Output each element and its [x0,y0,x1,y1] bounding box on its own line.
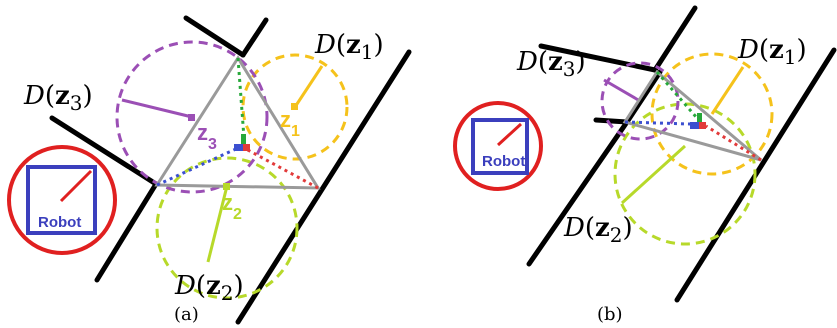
wall-b-top-tip [652,5,698,73]
radius-a-z2 [206,185,229,263]
caption-a: (a) [174,304,199,325]
dotted-b-red [705,124,762,162]
wall-b-left-upper [593,117,630,125]
robot-a-label: Robot [38,214,81,231]
disk-b-z1 [650,52,774,176]
robot-b-heading [496,122,523,147]
caption-b: (b) [597,304,623,325]
vertex-a-z3-label: z3 [197,120,217,153]
disk-a-label-z3: D(z3) [23,81,93,115]
robot-a-box [26,165,97,235]
panel-b: Robot D(z1) D(z3) D(z2) (b) [453,5,837,325]
dotted-b-blue [624,120,691,126]
disk-b-label-z2: D(z2) [563,213,633,247]
robot-b-box [471,118,529,175]
disk-a-z1 [241,53,349,161]
walls-a [49,15,412,325]
vertex-a-z1-label: z1 [280,107,300,140]
dotted-b-green [655,71,699,119]
vertex-a-z2-marker [223,183,230,190]
vertex-a-z1-marker [291,103,298,110]
disk-b-label-z1: D(z1) [737,35,807,69]
radius-b-z3 [603,78,641,103]
frame-marker-a [234,134,250,151]
radius-a-z1 [293,65,324,108]
wall-a-bottom [94,181,159,283]
wall-a-left [49,115,159,187]
wall-a-right [235,49,412,325]
triangle-b [622,69,762,162]
dotted-a-blue [156,146,239,187]
robot-b: Robot [453,101,543,191]
wall-b-mid [624,69,663,125]
robot-a-circle [7,145,117,255]
radius-b-z2 [620,144,687,205]
panel-a: z1 z2 z3 Robot D(z1) D(z3) D(z2) (a) [7,15,412,325]
disk-a-label-z2: D(z2) [174,271,244,305]
wall-b-top [538,43,658,73]
frame-marker-b [690,113,706,129]
vertex-a-z3-marker [188,114,195,121]
disk-a-label-z1: D(z1) [314,30,384,64]
robot-a-heading [59,169,93,203]
disk-b-z2 [613,102,757,246]
wall-b-left [526,119,630,267]
radius-b-z1 [710,66,745,115]
robot-b-label: Robot [482,153,525,170]
robot-b-circle [453,101,543,191]
wall-a-top-tip [240,17,269,58]
disk-a-z3 [115,40,269,194]
disk-b-z3 [600,61,680,141]
robot-a: Robot [7,145,117,255]
wall-a-top [183,15,246,58]
disk-a-z2 [155,156,299,300]
disk-b-label-z3: D(z3) [516,47,586,81]
radius-a-z3 [121,98,193,119]
vertex-a-z2-label: z2 [222,190,242,223]
triangle-a [154,55,321,190]
